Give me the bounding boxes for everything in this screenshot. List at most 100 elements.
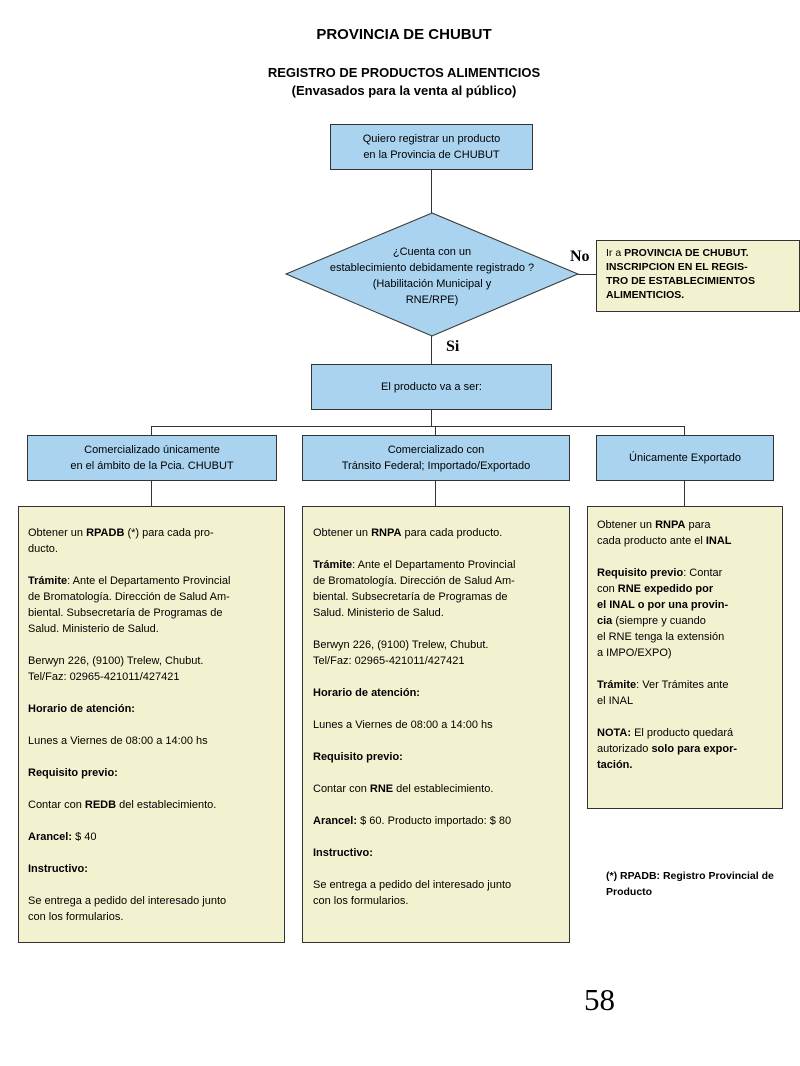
c1-l1b: RPADB bbox=[86, 527, 125, 539]
branch1-line-2: en el ámbito de la Pcia. CHUBUT bbox=[70, 460, 234, 472]
detail-box-provincial: Obtener un RPADB (*) para cada pro- duct… bbox=[18, 506, 285, 943]
detail-box-federal: Obtener un RNPA para cada producto. Trám… bbox=[302, 506, 570, 943]
question-line-4: RNE/RPE) bbox=[405, 294, 459, 306]
c1-tramite-4: Salud. Ministerio de Salud. bbox=[28, 623, 159, 635]
c3-req-4b: (siempre y cuando bbox=[612, 615, 706, 627]
no-box-line-4: ALIMENTICIOS. bbox=[606, 289, 685, 301]
c2-arancel: $ 60. Producto importado: $ 80 bbox=[357, 815, 512, 827]
page-subtitle: REGISTRO DE PRODUCTOS ALIMENTICIOS bbox=[267, 65, 541, 80]
no-box-line-2: INSCRIPCION EN EL REGIS- bbox=[606, 261, 748, 273]
no-box-bold: PROVINCIA DE CHUBUT. bbox=[624, 247, 749, 259]
start-box: Quiero registrar un producto en la Provi… bbox=[330, 124, 533, 170]
c1-instr-2: con los formularios. bbox=[28, 911, 124, 923]
connector-col3 bbox=[684, 480, 685, 507]
c1-tramite-1: : Ante el Departamento Provincial bbox=[67, 575, 231, 587]
no-box-prefix: Ir a bbox=[606, 247, 625, 259]
connector-col1 bbox=[151, 480, 152, 507]
c3-nota-2a: autorizado bbox=[597, 743, 652, 755]
c1-req-a: Contar con bbox=[28, 799, 85, 811]
connector-no bbox=[578, 274, 596, 275]
c1-req-label: Requisito previo: bbox=[28, 767, 118, 779]
branch-box-federal: Comercializado con Tránsito Federal; Imp… bbox=[302, 435, 570, 481]
question-text: ¿Cuenta con un establecimiento debidamen… bbox=[310, 244, 554, 308]
c3-l2b: INAL bbox=[705, 535, 732, 547]
branch1-line-1: Comercializado únicamente bbox=[84, 444, 220, 456]
c2-arancel-label: Arancel: bbox=[313, 815, 358, 827]
c3-req-5: el RNE tenga la extensión bbox=[597, 631, 725, 643]
footnote: (*) RPADB: Registro Provincial de Produc… bbox=[606, 868, 774, 900]
detail-box-export: Obtener un RNPA para cada producto ante … bbox=[587, 506, 783, 809]
c2-instr-2: con los formularios. bbox=[313, 895, 409, 907]
c3-tramite-1: : Ver Trámites ante bbox=[636, 679, 729, 691]
c2-tramite-3: biental. Subsecretaría de Programas de bbox=[313, 591, 508, 603]
c1-l2: ducto. bbox=[28, 543, 58, 555]
c3-req-6: a IMPO/EXPO) bbox=[597, 647, 672, 659]
c3-l2a: cada producto ante el bbox=[597, 535, 706, 547]
c2-req-c: del establecimiento. bbox=[393, 783, 494, 795]
c2-req-label: Requisito previo: bbox=[313, 751, 403, 763]
branch-box-export: Únicamente Exportado bbox=[596, 435, 774, 481]
c3-nota-3: tación. bbox=[597, 759, 633, 771]
c2-addr-2: Tel/Faz: 02965-421011/427421 bbox=[313, 655, 465, 667]
c2-l1a: Obtener un bbox=[313, 527, 372, 539]
page-number: 58 bbox=[584, 982, 615, 1017]
c1-tramite-label: Trámite bbox=[28, 575, 68, 587]
c1-addr-1: Berwyn 226, (9100) Trelew, Chubut. bbox=[28, 655, 204, 667]
page-subtitle-2: (Envasados para la venta al público) bbox=[291, 83, 517, 98]
c2-l1b: RNPA bbox=[371, 527, 402, 539]
c1-req-b: REDB bbox=[84, 799, 117, 811]
branch3-text: Únicamente Exportado bbox=[629, 452, 741, 464]
c2-l1c: para cada producto. bbox=[401, 527, 503, 539]
connector-branch1 bbox=[151, 426, 152, 436]
c1-tramite-2: de Bromatología. Dirección de Salud Am- bbox=[28, 591, 230, 603]
c1-horario: Lunes a Viernes de 08:00 a 14:00 hs bbox=[28, 735, 208, 747]
c1-horario-label: Horario de atención: bbox=[28, 703, 135, 715]
connector-start-question bbox=[431, 170, 432, 214]
c3-tramite-2: el INAL bbox=[597, 695, 634, 707]
c1-arancel-label: Arancel: bbox=[28, 831, 73, 843]
c3-tramite-label: Trámite bbox=[597, 679, 637, 691]
c2-tramite-1: : Ante el Departamento Provincial bbox=[352, 559, 516, 571]
footnote-line-1: (*) RPADB: Registro Provincial de bbox=[606, 870, 774, 882]
branch2-line-2: Tránsito Federal; Importado/Exportado bbox=[341, 460, 531, 472]
question-line-3: (Habilitación Municipal y bbox=[372, 278, 492, 290]
c2-horario: Lunes a Viernes de 08:00 a 14:00 hs bbox=[313, 719, 493, 731]
branch-box-provincial: Comercializado únicamente en el ámbito d… bbox=[27, 435, 277, 481]
c3-req-2a: con bbox=[597, 583, 618, 595]
connector-product bbox=[431, 409, 432, 426]
no-branch-box: Ir a PROVINCIA DE CHUBUT. INSCRIPCION EN… bbox=[596, 240, 800, 312]
connector-branch-bar bbox=[151, 426, 685, 427]
c3-nota-label: NOTA: bbox=[597, 727, 632, 739]
question-line-1: ¿Cuenta con un bbox=[392, 246, 472, 258]
c1-addr-2: Tel/Faz: 02965-421011/427421 bbox=[28, 671, 180, 683]
c3-req-label: Requisito previo bbox=[597, 567, 684, 579]
connector-col2 bbox=[435, 480, 436, 507]
c3-nota-1: El producto quedará bbox=[631, 727, 734, 739]
product-text: El producto va a ser: bbox=[381, 381, 482, 393]
c2-instr-1: Se entrega a pedido del interesado junto bbox=[313, 879, 512, 891]
footnote-line-2: Producto bbox=[606, 886, 653, 898]
c3-l1b: RNPA bbox=[655, 519, 686, 531]
c3-nota-2b: solo para expor- bbox=[651, 743, 738, 755]
question-diamond bbox=[284, 212, 580, 337]
c3-req-3: el INAL o por una provin- bbox=[597, 599, 729, 611]
connector-si bbox=[431, 336, 432, 365]
connector-branch3 bbox=[684, 426, 685, 436]
c3-l1c: para bbox=[685, 519, 711, 531]
c2-req-a: Contar con bbox=[313, 783, 370, 795]
connector-branch2 bbox=[435, 426, 436, 436]
c1-l1a: Obtener un bbox=[28, 527, 87, 539]
c1-arancel: $ 40 bbox=[72, 831, 97, 843]
c3-req-1: : Contar bbox=[683, 567, 723, 579]
start-line-2: en la Provincia de CHUBUT bbox=[363, 149, 500, 161]
question-line-2: establecimiento debidamente registrado ? bbox=[329, 262, 535, 274]
start-line-1: Quiero registrar un producto bbox=[362, 133, 501, 145]
branch2-line-1: Comercializado con bbox=[387, 444, 485, 456]
c3-l1a: Obtener un bbox=[597, 519, 656, 531]
c1-instr-1: Se entrega a pedido del interesado junto bbox=[28, 895, 227, 907]
product-box: El producto va a ser: bbox=[311, 364, 552, 410]
c1-tramite-3: biental. Subsecretaría de Programas de bbox=[28, 607, 223, 619]
c1-req-c: del establecimiento. bbox=[116, 799, 217, 811]
c2-addr-1: Berwyn 226, (9100) Trelew, Chubut. bbox=[313, 639, 489, 651]
no-label: No bbox=[570, 248, 590, 265]
